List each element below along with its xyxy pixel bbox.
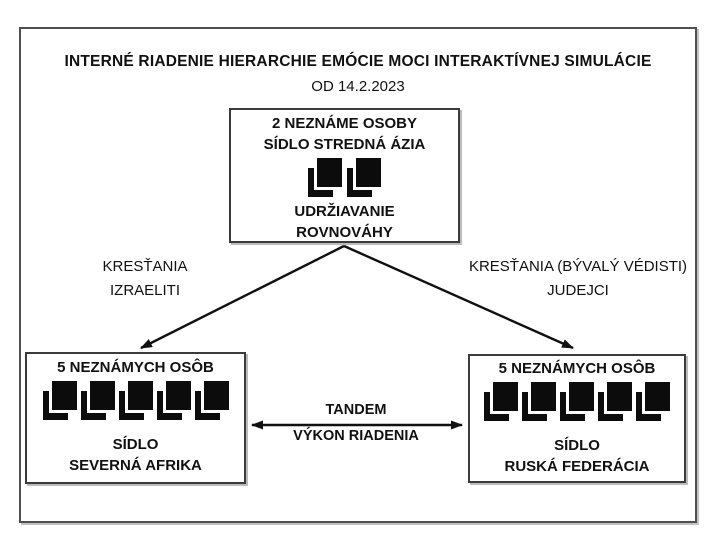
stacked-documents-icon xyxy=(522,382,556,423)
person-icon-row xyxy=(42,381,229,422)
right-branch-label: KRESŤANIA (BÝVALÝ VÉDISTI) JUDEJCI xyxy=(453,255,703,303)
node-seat: SEVERNÁ AFRIKA xyxy=(69,457,202,474)
node-central-asia: 2 NEZNÁME OSOBY SÍDLO STREDNÁ ÁZIA UDRŽI… xyxy=(229,108,460,243)
right-branch-label-line: JUDEJCI xyxy=(547,282,609,299)
node-north-africa: 5 NEZNÁMYCH OSÔB SÍDLO SEVERNÁ AFRIKA xyxy=(25,352,246,484)
stacked-documents-icon xyxy=(194,381,229,422)
node-heading: SÍDLO STREDNÁ ÁZIA xyxy=(263,136,426,153)
diagram-outer-border xyxy=(19,27,697,523)
tandem-label-line: TANDEM xyxy=(325,402,387,418)
stacked-documents-icon xyxy=(347,158,381,199)
person-icon-row xyxy=(484,382,670,423)
left-branch-label-line: IZRAELITI xyxy=(109,282,180,299)
tandem-label: TANDEM VÝKON RIADENIA xyxy=(256,401,456,446)
stacked-documents-icon xyxy=(156,381,191,422)
stacked-documents-icon xyxy=(42,381,77,422)
person-icon-row xyxy=(308,158,381,199)
stacked-documents-icon xyxy=(598,382,632,423)
stacked-documents-icon xyxy=(636,382,670,423)
node-seat: SÍDLO xyxy=(554,437,600,454)
node-russian-federation: 5 NEZNÁMYCH OSÔB SÍDLO RUSKÁ FEDERÁCIA xyxy=(468,354,686,483)
stacked-documents-icon xyxy=(118,381,153,422)
stacked-documents-icon xyxy=(484,382,518,423)
node-seat: RUSKÁ FEDERÁCIA xyxy=(504,458,650,475)
diagram-date: OD 14.2.2023 xyxy=(311,78,405,95)
left-branch-label-line: KRESŤANIA xyxy=(102,258,188,275)
node-heading: 5 NEZNÁMYCH OSÔB xyxy=(498,360,656,377)
tandem-label-line: VÝKON RIADENIA xyxy=(293,428,419,444)
node-seat: SÍDLO xyxy=(112,436,159,453)
diagram-header: INTERNÉ RIADENIE HIERARCHIE EMÓCIE MOCI … xyxy=(19,52,697,96)
node-role: ROVNOVÁHY xyxy=(296,224,393,241)
stacked-documents-icon xyxy=(308,158,342,199)
node-role: UDRŽIAVANIE xyxy=(294,203,395,220)
left-branch-label: KRESŤANIA IZRAELITI xyxy=(45,255,245,303)
diagram-title: INTERNÉ RIADENIE HIERARCHIE EMÓCIE MOCI … xyxy=(64,53,652,70)
right-branch-label-line: KRESŤANIA (BÝVALÝ VÉDISTI) xyxy=(468,258,688,275)
node-heading: 2 NEZNÁME OSOBY xyxy=(271,115,418,132)
node-heading: 5 NEZNÁMYCH OSÔB xyxy=(57,359,214,376)
stacked-documents-icon xyxy=(560,382,594,423)
stacked-documents-icon xyxy=(80,381,115,422)
